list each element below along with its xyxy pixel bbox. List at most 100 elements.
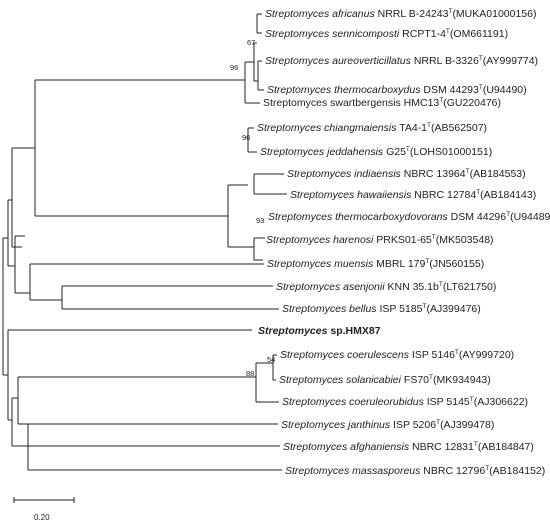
type-strain-marker: T (474, 441, 478, 448)
type-strain-marker: T (406, 146, 410, 153)
strain-id: DSM 44296 (448, 211, 507, 223)
scale-bar-label: 0.20 (34, 513, 50, 522)
accession-number: (AJ399478) (440, 419, 494, 431)
strain-id: NRRL B-24243 (375, 8, 449, 20)
species-name: Streptomyces aureoverticillatus (265, 55, 412, 67)
species-name: Streptomyces solanicabiei (279, 374, 402, 386)
accession-number: (JN560155) (429, 258, 484, 270)
species-name: Streptomyces hawaiiensis (290, 189, 412, 201)
strain-id: NBRC 13964 (401, 168, 466, 180)
strain-id: NRRL B-3326 (411, 55, 479, 67)
accession-number: (LT621750) (443, 281, 497, 293)
accession-number: (MK934943) (433, 374, 491, 386)
type-strain-marker: T (422, 303, 426, 310)
species-name: Streptomyces (258, 325, 328, 337)
taxon-label: Streptomyces coerulescens ISP 5146T(AY99… (280, 349, 514, 361)
strain-id: ISP 5145 (424, 396, 470, 408)
strain-id: ISP 5185 (377, 303, 423, 315)
taxon-label: Streptomyces janthinus ISP 5206T(AJ39947… (281, 419, 494, 431)
taxon-label: Streptomyces chiangmaiensis TA4-1T(AB562… (257, 122, 487, 134)
type-strain-marker: T (455, 349, 459, 356)
type-strain-marker: T (439, 281, 443, 288)
type-strain-marker: T (476, 189, 480, 196)
type-strain-marker: T (479, 55, 483, 62)
taxon-label: Streptomyces thermocarboxydus DSM 44293T… (267, 84, 527, 96)
species-name: Streptomyces thermocarboxydus (267, 84, 421, 96)
strain-id: HMC13 (401, 97, 440, 109)
taxon-label: Streptomyces solanicabiei FS70T(MK934943… (279, 374, 491, 386)
species-name: Streptomyces afghaniensis (283, 441, 410, 453)
taxon-label: Streptomyces asenjonii KNN 35.1bT(LT6217… (276, 281, 496, 293)
type-strain-marker: T (479, 84, 483, 91)
scale-bar: 0.20 (13, 497, 75, 522)
type-strain-marker: T (448, 8, 452, 15)
strain-id: sp.HMX87 (327, 325, 380, 337)
species-name: Streptomyces africanus (265, 8, 375, 20)
species-name: Streptomyces jeddahensis (260, 146, 384, 158)
strain-id: ISP 5146 (409, 349, 455, 361)
type-strain-marker: T (466, 168, 470, 175)
strain-id: PRKS01-65 (373, 234, 432, 246)
type-strain-marker: T (427, 122, 431, 129)
accession-number: (AY999774) (483, 55, 538, 67)
accession-number: (U94490) (483, 84, 527, 96)
bootstrap-values: 67 96 96 93 54 88 (230, 38, 275, 378)
taxon-label: Streptomyces africanus NRRL B-24243T(MUK… (265, 8, 536, 20)
bootstrap-value: 54 (267, 355, 275, 364)
type-strain-marker: T (485, 465, 489, 472)
accession-number: (MK503548) (436, 234, 494, 246)
species-name: Streptomyces coeruleorubidus (282, 396, 425, 408)
species-name: Streptomyces harenosi (266, 234, 374, 246)
type-strain-marker: T (432, 234, 436, 241)
species-name: Streptomyces bellus (282, 303, 377, 315)
strain-id: TA4-1 (396, 122, 427, 134)
species-name: Streptomyces massasporeus (285, 465, 421, 477)
accession-number: (U94489) (510, 211, 550, 223)
taxon-label: Streptomyces swartbergensis HMC13T(GU220… (263, 97, 501, 109)
accession-number: (AJ306622) (474, 396, 528, 408)
strain-id: NBRC 12784 (411, 189, 476, 201)
strain-id: NBRC 12831 (409, 441, 474, 453)
taxon-labels: Streptomyces africanus NRRL B-24243T(MUK… (257, 8, 550, 477)
accession-number: (GU220476) (443, 97, 501, 109)
species-name: Streptomyces thermocarboxydovorans (268, 211, 448, 223)
type-strain-marker: T (425, 258, 429, 265)
strain-id: ISP 5206 (390, 419, 436, 431)
species-name: Streptomyces swartbergensis (263, 97, 401, 109)
type-strain-marker: T (429, 374, 433, 381)
accession-number: (AB184553) (470, 168, 526, 180)
type-strain-marker: T (436, 419, 440, 426)
bootstrap-value: 93 (256, 216, 264, 225)
accession-number: (AB562507) (431, 122, 487, 134)
species-name: Streptomyces chiangmaiensis (257, 122, 397, 134)
bootstrap-value: 67 (247, 38, 255, 47)
taxon-label: Streptomyces muensis MBRL 179T(JN560155) (267, 258, 484, 270)
taxon-label: Streptomyces harenosi PRKS01-65T(MK50354… (266, 234, 494, 246)
strain-id: G25 (383, 146, 406, 158)
taxon-label: Streptomyces bellus ISP 5185T(AJ399476) (282, 303, 481, 315)
species-name: Streptomyces sennicomposti (265, 28, 400, 40)
taxon-label: Streptomyces sennicomposti RCPT1-4T(OM66… (265, 28, 508, 40)
species-name: Streptomyces muensis (267, 258, 374, 270)
bootstrap-value: 96 (230, 63, 238, 72)
type-strain-marker: T (446, 28, 450, 35)
taxon-label: Streptomyces massasporeus NBRC 12796T(AB… (285, 465, 545, 477)
accession-number: (AB184847) (478, 441, 534, 453)
species-name: Streptomyces janthinus (281, 419, 391, 431)
bootstrap-value: 88 (246, 369, 254, 378)
tree-branches (2, 13, 287, 471)
taxon-label: Streptomyces coeruleorubidus ISP 5145T(A… (282, 396, 528, 408)
strain-id: FS70 (401, 374, 429, 386)
species-name: Streptomyces asenjonii (276, 281, 385, 293)
accession-number: (AJ399476) (426, 303, 480, 315)
taxon-label: Streptomyces sp.HMX87 (258, 325, 381, 337)
strain-id: KNN 35.1b (385, 281, 439, 293)
taxon-label: Streptomyces afghaniensis NBRC 12831T(AB… (283, 441, 534, 453)
type-strain-marker: T (470, 396, 474, 403)
species-name: Streptomyces indiaensis (287, 168, 402, 180)
bootstrap-value: 96 (242, 133, 250, 142)
taxon-label: Streptomyces aureoverticillatus NRRL B-3… (265, 55, 538, 67)
strain-id: DSM 44293 (420, 84, 479, 96)
